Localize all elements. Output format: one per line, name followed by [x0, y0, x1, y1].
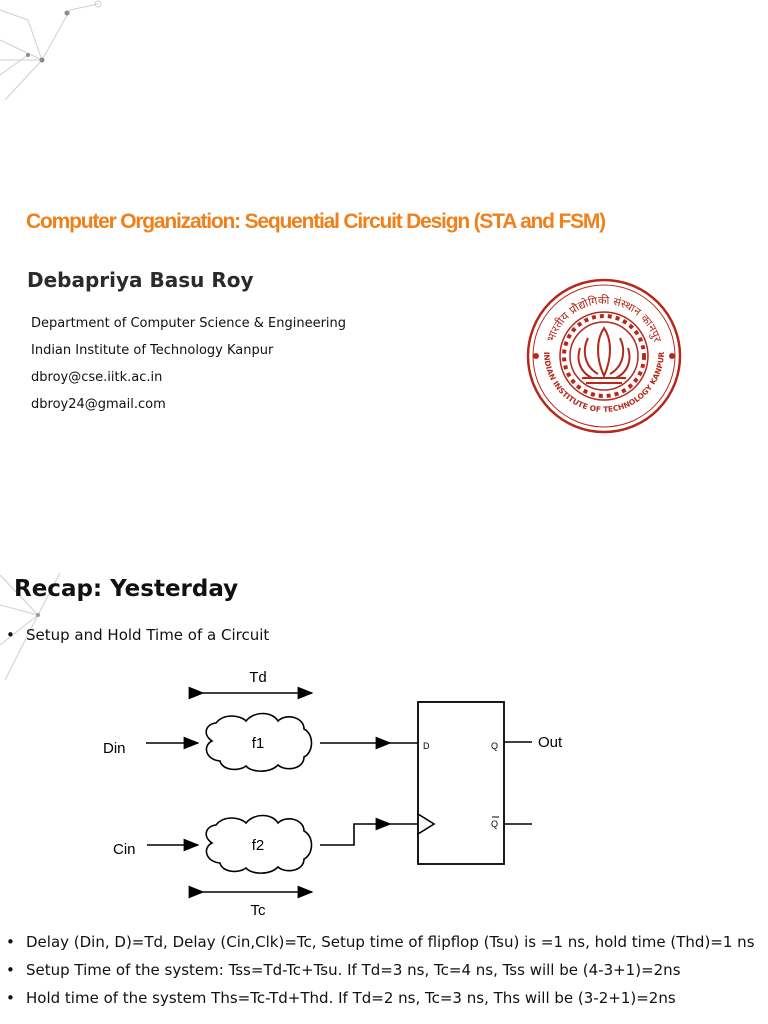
bullet-icon: •	[6, 989, 15, 1007]
recap-slide: Recap: Yesterday •Setup and Hold Time of…	[0, 555, 768, 1024]
author-name: Debapriya Basu Roy	[27, 268, 254, 292]
label-f2: f2	[252, 837, 265, 854]
bullet-icon: •	[6, 626, 15, 644]
f1-logic-cloud	[205, 712, 313, 772]
slide-title: Recap: Yesterday	[14, 576, 239, 602]
bullet-hold-time: •Hold time of the system Ths=Tc-Td+Thd. …	[6, 989, 676, 1007]
bullet-icon: •	[6, 961, 15, 979]
setup-hold-circuit-diagram: Td Din f1 Cin f2 D Q Q	[103, 669, 563, 919]
label-f1: f1	[252, 735, 265, 752]
f2-logic-cloud	[205, 814, 313, 874]
network-decoration-icon	[0, 572, 61, 681]
label-cin: Cin	[113, 841, 136, 858]
bullet-delay-definition: •Delay (Din, D)=Td, Delay (Cin,Clk)=Tc, …	[6, 933, 755, 951]
institute-line: Indian Institute of Technology Kanpur	[31, 343, 274, 358]
pin-d: D	[423, 741, 430, 751]
bullet-setup-time: •Setup Time of the system: Tss=Td-Tc+Tsu…	[6, 961, 681, 979]
email-primary: dbroy@cse.iitk.ac.in	[31, 370, 163, 385]
label-td: Td	[249, 669, 267, 686]
label-tc: Tc	[251, 902, 267, 919]
bullet-icon: •	[6, 933, 15, 951]
pin-q: Q	[491, 741, 498, 751]
pin-qbar: Q	[491, 819, 498, 829]
email-secondary: dbroy24@gmail.com	[31, 397, 166, 412]
bullet-setup-hold: •Setup and Hold Time of a Circuit	[6, 626, 270, 644]
presentation-title: Computer Organization: Sequential Circui…	[26, 210, 606, 233]
network-decoration-icon	[0, 0, 102, 101]
title-slide: Computer Organization: Sequential Circui…	[0, 0, 682, 434]
department-line: Department of Computer Science & Enginee…	[31, 316, 347, 331]
d-flipflop-block	[417, 701, 505, 865]
label-din: Din	[103, 740, 126, 757]
label-out: Out	[538, 734, 563, 751]
iitk-seal-icon: भारतीय प्रौद्योगिकी संस्थान कानपुर INDIA…	[526, 278, 682, 434]
